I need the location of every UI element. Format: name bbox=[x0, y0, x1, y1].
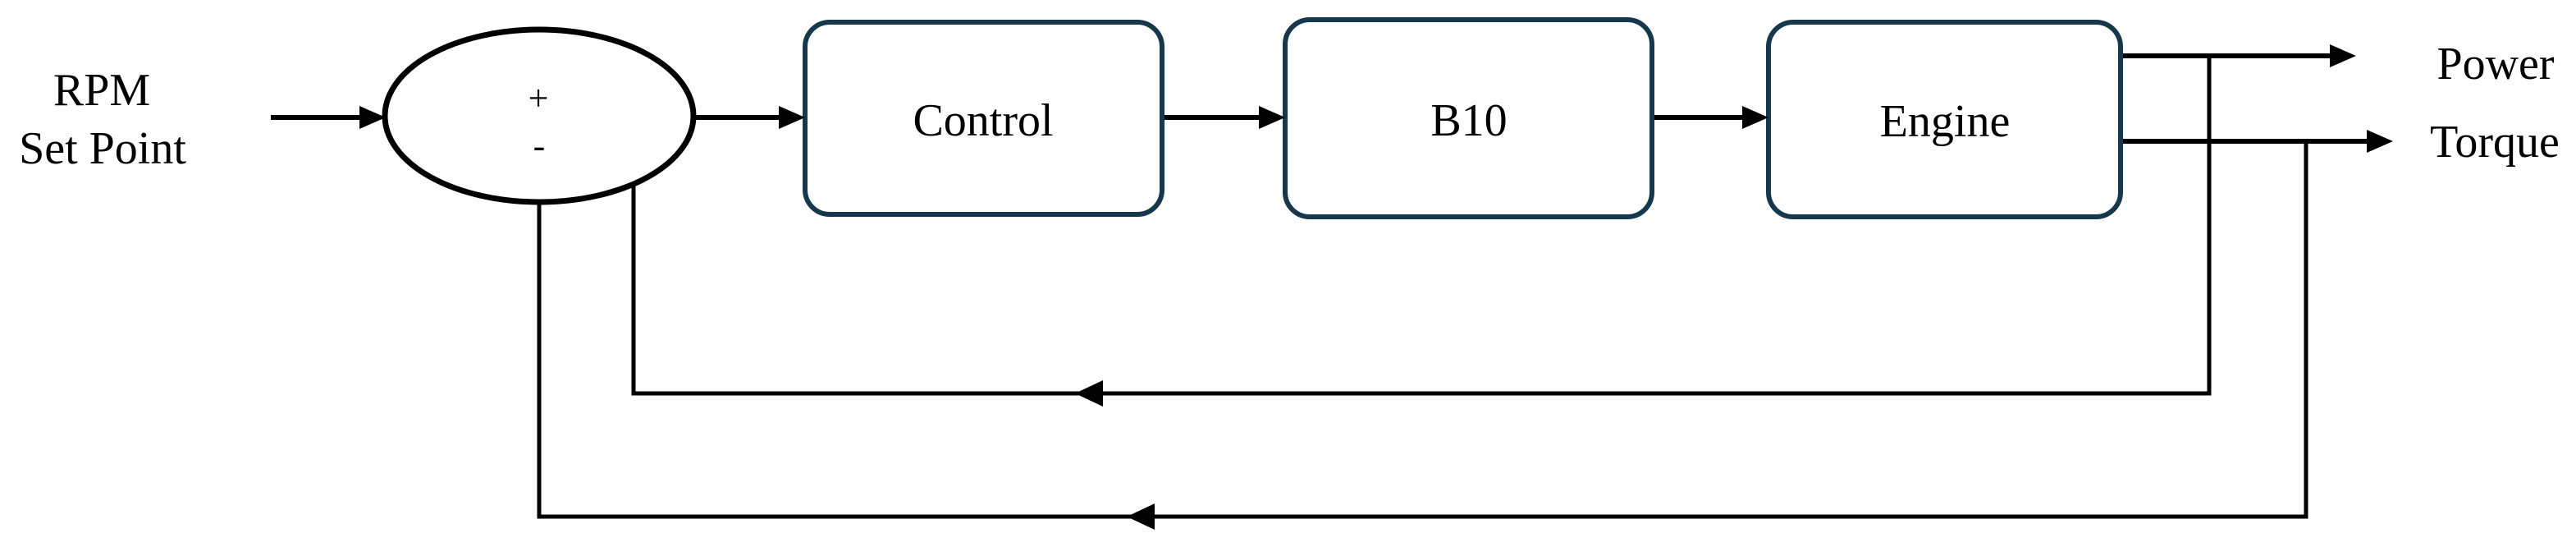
sum-plus-sign: + bbox=[528, 78, 549, 118]
arrowhead-power-feedback bbox=[1075, 380, 1103, 407]
arrowhead-power-output bbox=[2330, 44, 2356, 67]
engine-block-label: Engine bbox=[1880, 96, 2011, 147]
arrowheads bbox=[359, 44, 2393, 530]
forward-wires bbox=[271, 53, 2370, 144]
torque-output-label: Torque bbox=[2430, 117, 2560, 168]
power-feedback-line bbox=[631, 56, 2212, 396]
arrowhead-into-b10 bbox=[1259, 106, 1285, 129]
blocks bbox=[803, 17, 2123, 219]
b10-block-label: B10 bbox=[1430, 95, 1507, 146]
engine-block bbox=[1766, 20, 2123, 219]
arrowhead-torque-output bbox=[2367, 130, 2393, 153]
labels: RPM Set Point Control B10 Engine Power T… bbox=[19, 39, 2560, 174]
control-block-label: Control bbox=[913, 95, 1053, 146]
setpoint-label-line2: Set Point bbox=[19, 123, 186, 174]
feedback-wires bbox=[537, 56, 2308, 519]
arrowhead-into-engine bbox=[1742, 106, 1768, 129]
torque-feedback-line bbox=[537, 141, 2308, 519]
arrowhead-into-control bbox=[779, 106, 805, 129]
b10-block bbox=[1283, 17, 1654, 219]
setpoint-label-line1: RPM bbox=[53, 65, 150, 116]
sum-minus-sign: - bbox=[533, 126, 546, 166]
control-block bbox=[803, 20, 1164, 217]
arrowhead-torque-feedback bbox=[1127, 503, 1155, 530]
arrowhead-into-sum bbox=[359, 106, 386, 129]
power-output-label: Power bbox=[2436, 39, 2554, 90]
